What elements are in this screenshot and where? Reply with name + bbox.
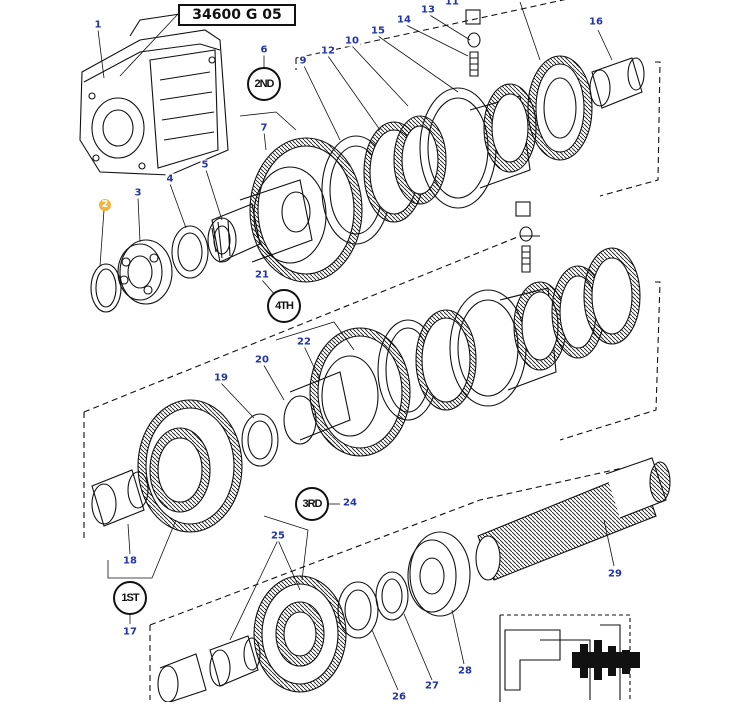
callout-26[interactable]: 26 bbox=[391, 691, 407, 703]
ball-bearing-28 bbox=[407, 531, 471, 617]
washer-26 bbox=[337, 581, 379, 639]
callout-6[interactable]: 6 bbox=[259, 44, 269, 56]
gear-tag-third: 3RD bbox=[295, 487, 329, 521]
callout-3[interactable]: 3 bbox=[133, 187, 143, 199]
callout-7[interactable]: 7 bbox=[259, 122, 269, 134]
bushing-25 bbox=[209, 635, 261, 687]
callout-19[interactable]: 19 bbox=[213, 372, 229, 384]
drawing-reference: 34600 G 05 bbox=[178, 4, 296, 26]
callout-17[interactable]: 17 bbox=[122, 626, 138, 638]
gear-tag-first: 1ST bbox=[113, 581, 147, 615]
washer-27 bbox=[375, 571, 409, 621]
callout-9[interactable]: 9 bbox=[298, 55, 308, 67]
synchro-group-lower bbox=[377, 247, 641, 421]
callout-16[interactable]: 16 bbox=[588, 16, 604, 28]
inset-highlighted-gears bbox=[572, 640, 640, 680]
synchro-ring-upper bbox=[321, 115, 447, 245]
callout-28[interactable]: 28 bbox=[457, 665, 473, 677]
main-shaft bbox=[475, 457, 671, 581]
bushing-16 bbox=[589, 57, 645, 109]
inset-assembly-drawing bbox=[499, 614, 631, 702]
callout-14[interactable]: 14 bbox=[396, 14, 412, 26]
callout-12[interactable]: 12 bbox=[320, 45, 336, 57]
callout-11[interactable]: 11 bbox=[444, 0, 460, 8]
washer-20 bbox=[241, 413, 279, 467]
callout-15[interactable]: 15 bbox=[370, 25, 386, 37]
callout-20[interactable]: 20 bbox=[254, 354, 270, 366]
snap-ring bbox=[90, 263, 122, 313]
callout-4[interactable]: 4 bbox=[165, 173, 175, 185]
bushing-18 bbox=[91, 469, 149, 527]
callout-29[interactable]: 29 bbox=[607, 568, 623, 580]
thrust-washer bbox=[171, 225, 209, 279]
callout-2[interactable]: 2 bbox=[99, 199, 111, 211]
callout-25[interactable]: 25 bbox=[270, 530, 286, 542]
callout-5[interactable]: 5 bbox=[200, 159, 210, 171]
callout-21[interactable]: 21 bbox=[254, 269, 270, 281]
callout-27[interactable]: 27 bbox=[424, 680, 440, 692]
detent-assembly-upper bbox=[465, 9, 481, 77]
second-gear bbox=[239, 137, 363, 283]
callout-1[interactable]: 1 bbox=[93, 19, 103, 31]
fourth-gear bbox=[283, 327, 411, 457]
ball-bearing bbox=[117, 239, 173, 305]
callout-13[interactable]: 13 bbox=[420, 4, 436, 16]
gear-tag-second: 2ND bbox=[247, 67, 281, 101]
callout-22[interactable]: 22 bbox=[296, 336, 312, 348]
gear-tag-fourth: 4TH bbox=[267, 289, 301, 323]
callout-18[interactable]: 18 bbox=[122, 555, 138, 567]
callout-24[interactable]: 24 bbox=[342, 497, 358, 509]
first-gear bbox=[137, 399, 243, 533]
callout-10[interactable]: 10 bbox=[344, 35, 360, 47]
needle-bearing bbox=[207, 203, 261, 263]
gearbox-housing bbox=[79, 13, 229, 176]
synchro-hub-upper bbox=[419, 55, 593, 209]
detent-assembly-lower bbox=[515, 201, 533, 273]
needle-bearing-bottom bbox=[157, 653, 207, 703]
third-gear bbox=[253, 575, 347, 693]
